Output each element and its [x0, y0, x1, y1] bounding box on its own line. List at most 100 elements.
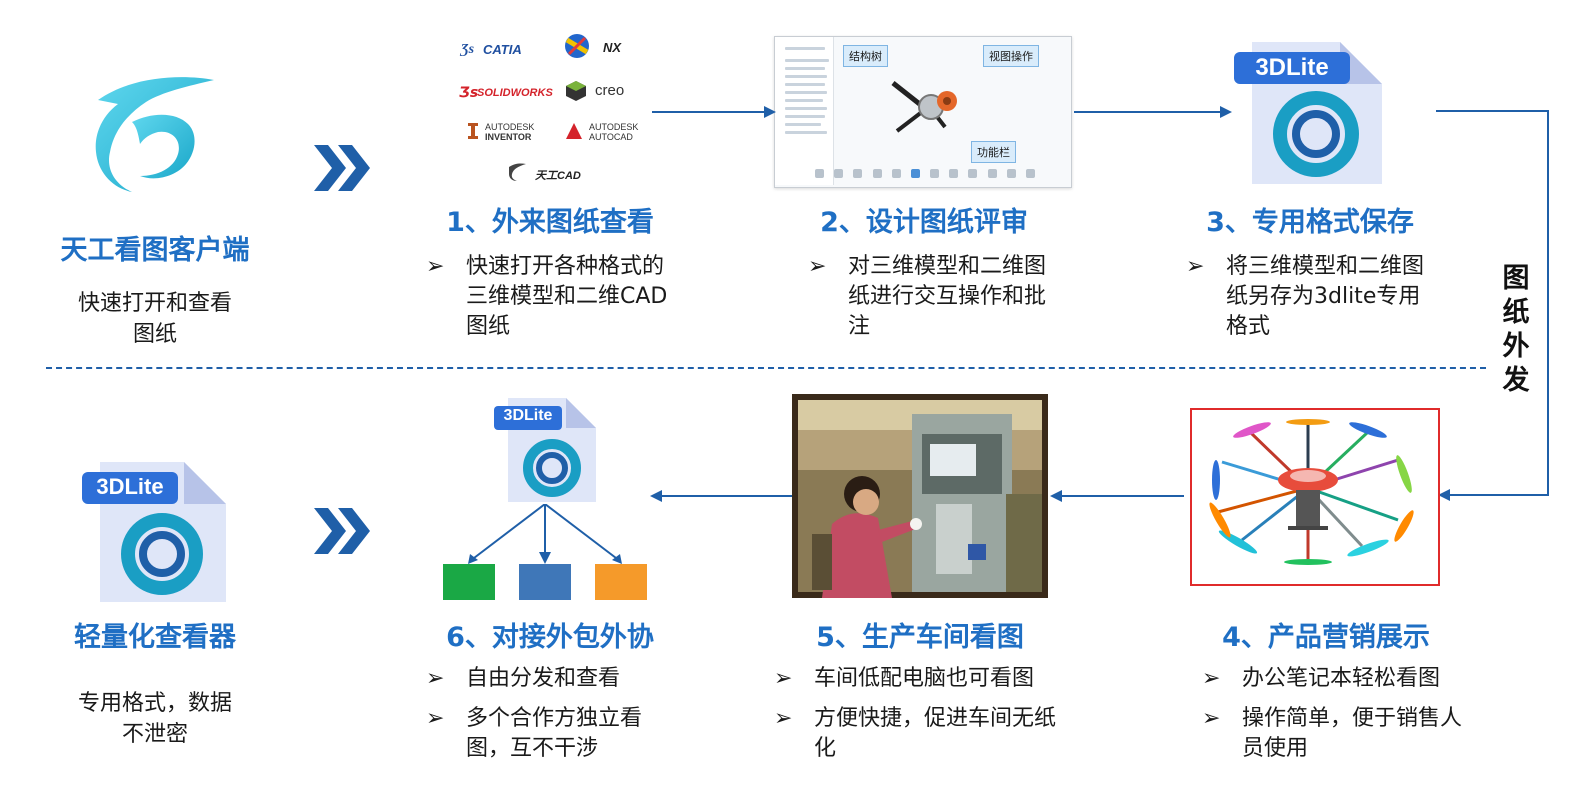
client-desc-line1: 快速打开和查看 [77, 291, 232, 316]
toolbar-icon [1006, 169, 1016, 178]
bullet-item: ➢ 车间低配电脑也可看图 [774, 664, 1074, 694]
autocad-line2: AUTOCAD [589, 132, 633, 142]
bullet-arrow-icon: ➢ [426, 706, 445, 731]
bullet-text: 办公笔记本轻松看图 [1242, 666, 1441, 691]
bullet-arrow-icon: ➢ [1202, 666, 1221, 691]
double-chevron-icon [314, 145, 374, 191]
bullet-arrow-icon: ➢ [1186, 254, 1205, 279]
arrow-5-to-6 [648, 488, 792, 502]
section-divider [46, 367, 1486, 369]
toolbar-strip [815, 169, 1035, 183]
toolbar-icon [853, 169, 863, 178]
cad-logos: Ʒs CATIA NX Ʒs SOLIDWORKS creo AUTODESK … [455, 30, 645, 190]
bullet-text: 自由分发和查看 [466, 666, 621, 691]
bullet-item: ➢ 多个合作方独立看图，互不干涉 [426, 704, 676, 764]
bullet-arrow-icon: ➢ [774, 666, 793, 691]
side-label-char: 发 [1502, 365, 1530, 396]
3dlite-file-icon: 3DLite [494, 396, 598, 504]
partner-tile-orange [595, 564, 647, 600]
step-1-bullets: ➢ 快速打开各种格式的三维模型和二维CAD图纸 [426, 252, 676, 352]
client-title: 天工看图客户端 [60, 235, 250, 266]
viewer-screenshot: 结构树 视图操作 功能栏 [774, 36, 1072, 188]
bullet-text: 将三维模型和二维图纸另存为3dlite专用格式 [1226, 254, 1425, 339]
side-label-char: 图 [1502, 263, 1530, 294]
bullet-text: 操作简单，便于销售人员使用 [1242, 706, 1463, 761]
double-chevron-icon [314, 508, 374, 554]
solidworks-logo-icon: Ʒs [459, 85, 479, 101]
bullet-text: 方便快捷，促进车间无纸化 [814, 706, 1057, 761]
toolbar-icon [815, 169, 824, 178]
bullet-arrow-icon: ➢ [808, 254, 827, 279]
inventor-line1: AUTODESK [485, 122, 535, 132]
step-2-bullets: ➢ 对三维模型和二维图纸进行交互操作和批注 [808, 252, 1058, 352]
workshop-photo [792, 394, 1048, 598]
toolbar-icon [872, 169, 882, 178]
side-label-char: 外 [1502, 331, 1530, 362]
bullet-arrow-icon: ➢ [426, 254, 445, 279]
arrow-1-to-2 [652, 104, 778, 118]
catia-logo-icon: Ʒs [461, 42, 475, 57]
toolbar-icon [910, 169, 920, 178]
toolbar-icon [968, 169, 978, 178]
callout-view-operation: 视图操作 [983, 45, 1039, 67]
step-6-bullets: ➢ 自由分发和查看 ➢ 多个合作方独立看图，互不干涉 [426, 664, 676, 774]
bullet-arrow-icon: ➢ [1202, 706, 1221, 731]
solidworks-logo-text: SOLIDWORKS [477, 87, 553, 99]
tree-row [785, 99, 823, 102]
step-3-bullets: ➢ 将三维模型和二维图纸另存为3dlite专用格式 [1186, 252, 1436, 352]
tree-row [785, 91, 827, 94]
tgcad-logo-icon [507, 162, 527, 182]
inventor-line2: INVENTOR [485, 132, 532, 142]
viewer-desc: 专用格式，数据 不泄密 [30, 688, 280, 750]
arrow-2-to-3 [1074, 104, 1234, 118]
3dlite-badge: 3DLite [1255, 54, 1329, 81]
tiangong-logo-icon [92, 72, 218, 198]
callout-function-bar: 功能栏 [971, 141, 1016, 163]
viewer-desc-line1: 专用格式，数据 [77, 691, 232, 716]
tree-row [785, 67, 825, 70]
3dlite-badge: 3DLite [503, 407, 553, 424]
step-5-bullets: ➢ 车间低配电脑也可看图 ➢ 方便快捷，促进车间无纸化 [774, 664, 1074, 774]
bullet-text: 对三维模型和二维图纸进行交互操作和批注 [848, 254, 1047, 339]
step-2-title: 2、设计图纸评审 [820, 207, 1028, 238]
creo-logo-text: creo [595, 82, 625, 99]
step-4-title: 4、产品营销展示 [1222, 622, 1430, 653]
creo-logo-icon [565, 80, 587, 102]
arrow-4-to-5 [1048, 488, 1184, 502]
tree-row [785, 47, 825, 50]
client-desc-line2: 图纸 [132, 322, 177, 347]
3dlite-file-icon: 3DLite [82, 458, 230, 606]
callout-structure-tree: 结构树 [843, 45, 888, 67]
drone-image [1190, 408, 1440, 586]
toolbar-icon [949, 169, 959, 178]
toolbar-icon [834, 169, 844, 178]
bullet-text: 车间低配电脑也可看图 [814, 666, 1035, 691]
bullet-text: 多个合作方独立看图，互不干涉 [466, 706, 643, 761]
bullet-item: ➢ 将三维模型和二维图纸另存为3dlite专用格式 [1186, 252, 1436, 342]
distribution-arrows [460, 503, 640, 566]
bullet-item: ➢ 快速打开各种格式的三维模型和二维CAD图纸 [426, 252, 676, 342]
3dlite-file-icon: 3DLite [1232, 38, 1388, 188]
engine-model-icon [887, 79, 971, 135]
nx-logo-icon [563, 32, 591, 60]
client-desc: 快速打开和查看 图纸 [30, 288, 280, 350]
viewer-title: 轻量化查看器 [74, 622, 236, 653]
step-4-bullets: ➢ 办公笔记本轻松看图 ➢ 操作简单，便于销售人员使用 [1202, 664, 1482, 774]
autocad-logo-icon [565, 122, 583, 140]
toolbar-icon [930, 169, 940, 178]
autocad-logo-text: AUTODESK AUTOCAD [589, 122, 638, 142]
inventor-logo-icon [467, 123, 479, 139]
bullet-arrow-icon: ➢ [774, 706, 793, 731]
tree-row [785, 83, 825, 86]
bullet-text: 快速打开各种格式的三维模型和二维CAD图纸 [466, 254, 668, 339]
step-3-title: 3、专用格式保存 [1206, 207, 1414, 238]
step-1-title: 1、外来图纸查看 [446, 207, 654, 238]
toolbar-icon [891, 169, 901, 178]
autocad-line1: AUTODESK [589, 122, 639, 132]
partner-tile-blue [519, 564, 571, 600]
viewer-desc-line2: 不泄密 [121, 722, 188, 747]
tree-row [785, 115, 825, 118]
toolbar-icon [1025, 169, 1035, 178]
tree-row [785, 131, 827, 134]
inventor-logo-text: AUTODESK INVENTOR [485, 122, 534, 142]
